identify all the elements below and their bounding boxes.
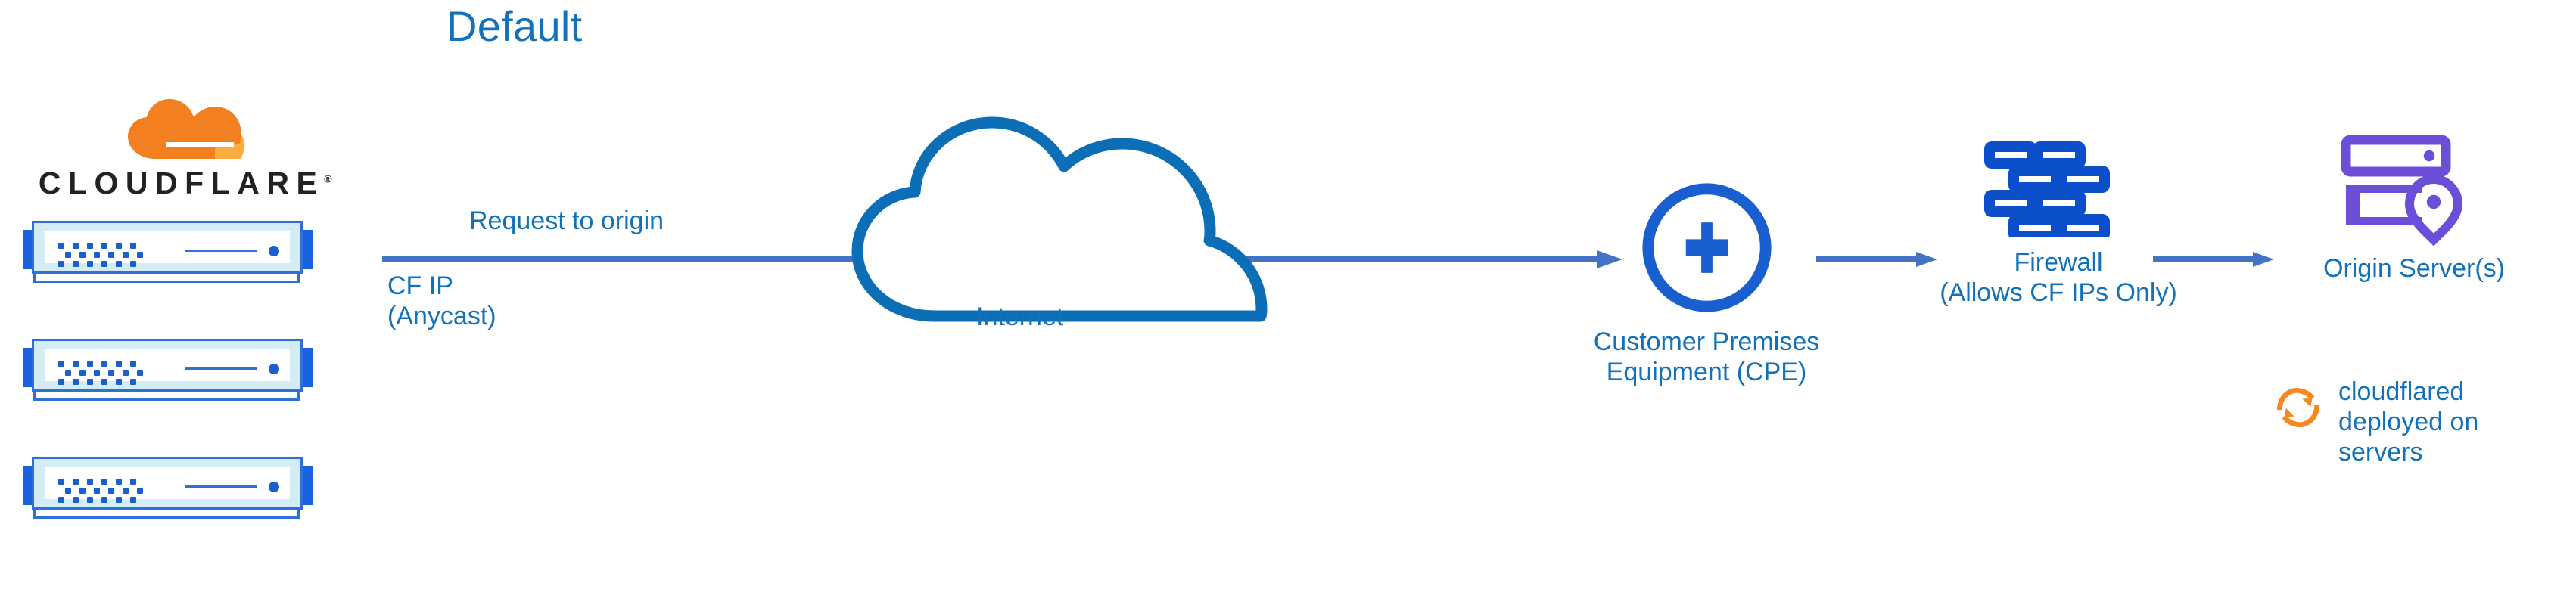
sync-refresh-icon bbox=[2276, 388, 2320, 427]
rack-chassis bbox=[32, 457, 303, 510]
internet-cloud-icon bbox=[851, 116, 1268, 322]
rack-indicator-bar bbox=[185, 485, 257, 488]
internet-label: Internet bbox=[976, 302, 1064, 331]
arrow-shaft bbox=[2153, 256, 2254, 262]
cpe-label-line-2: Equipment (CPE) bbox=[1606, 358, 1807, 387]
arrow-head bbox=[1916, 252, 1937, 267]
cf-ip-label-line-1: CF IP bbox=[387, 271, 453, 300]
cpe-label-line-1: Customer Premises bbox=[1593, 327, 1820, 356]
arrow-cpe-to-firewall bbox=[1816, 252, 1937, 267]
rack-faceplate bbox=[45, 349, 290, 385]
node-firewall: Firewall (Allows CF IPs Only) bbox=[1922, 140, 2195, 308]
rack-chassis bbox=[32, 221, 303, 274]
request-to-origin-label: Request to origin bbox=[469, 206, 664, 235]
cf-ip-anycast-label: CF IP (Anycast) bbox=[387, 271, 496, 331]
cloudflare-cloud-logo-icon bbox=[128, 99, 245, 159]
rack-chassis bbox=[32, 339, 303, 392]
rack-status-led bbox=[269, 482, 279, 492]
firewall-label-line-2: (Allows CF IPs Only) bbox=[1940, 278, 2177, 308]
router-icon bbox=[1641, 183, 1772, 312]
cloudflared-note-text: cloudflared deployed on servers bbox=[2338, 377, 2479, 467]
registered-trademark-mark: ® bbox=[324, 172, 332, 185]
rack-indicator-bar bbox=[185, 367, 257, 370]
cloudflare-wordmark-text: CLOUDFLARE bbox=[38, 166, 325, 200]
cf-ip-label-line-2: (Anycast) bbox=[387, 302, 496, 331]
node-origin-servers: Origin Server(s) bbox=[2251, 132, 2576, 284]
rack-status-led bbox=[269, 364, 279, 374]
rack-faceplate bbox=[45, 231, 290, 267]
arrow-firewall-to-origin bbox=[2153, 252, 2274, 267]
firewall-label: Firewall (Allows CF IPs Only) bbox=[1922, 247, 2195, 308]
cpe-label: Customer Premises Equipment (CPE) bbox=[1555, 327, 1858, 387]
page-title: Default bbox=[446, 2, 583, 50]
rack-port-matrix bbox=[58, 475, 151, 503]
cloudflare-wordmark: CLOUDFLARE® bbox=[23, 168, 341, 199]
cloudflare-edge-server-rack-3 bbox=[17, 454, 319, 519]
rack-status-led bbox=[269, 246, 279, 256]
arrow-shaft bbox=[1816, 256, 1918, 262]
rack-indicator-bar bbox=[185, 250, 257, 252]
rack-port-matrix bbox=[58, 239, 151, 267]
cloudflare-edge-server-rack-1 bbox=[17, 218, 319, 283]
brick-wall-icon bbox=[1984, 141, 2110, 237]
cloudflared-note: cloudflared deployed on servers bbox=[2270, 377, 2573, 467]
node-customer-premises-equipment: Customer Premises Equipment (CPE) bbox=[1555, 178, 1858, 387]
server-location-icon bbox=[2341, 135, 2463, 246]
origin-servers-label: Origin Server(s) bbox=[2323, 254, 2505, 283]
rack-faceplate bbox=[45, 467, 290, 503]
firewall-label-line-1: Firewall bbox=[2014, 248, 2103, 277]
cloudflare-logo: CLOUDFLARE® bbox=[23, 91, 341, 199]
cloudflare-edge-server-rack-2 bbox=[17, 336, 319, 401]
rack-port-matrix bbox=[58, 357, 151, 385]
arrow-head bbox=[2253, 252, 2274, 267]
arrow-head bbox=[1597, 250, 1622, 268]
